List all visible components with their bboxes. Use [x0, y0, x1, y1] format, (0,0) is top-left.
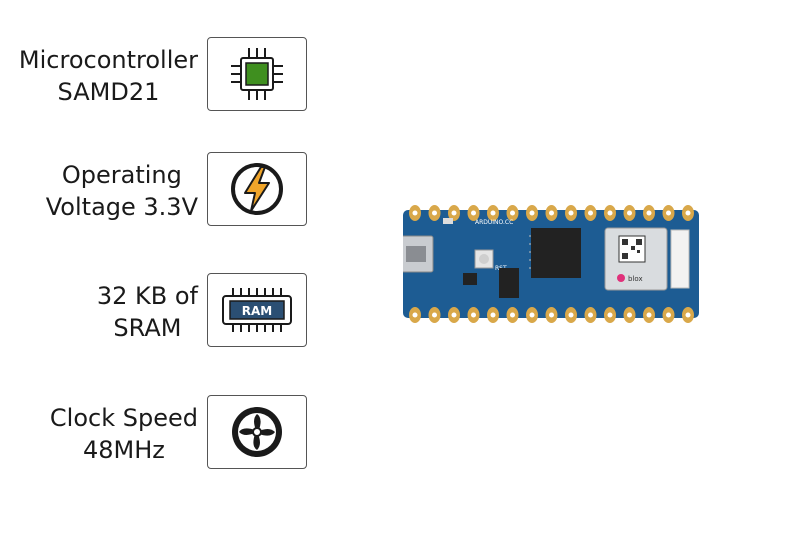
pin-hole — [529, 210, 535, 216]
pin-hole — [412, 210, 418, 216]
module-brand: blox — [628, 275, 643, 283]
spec-line-2: SRAM — [113, 314, 182, 342]
pin-hole — [549, 210, 554, 216]
spec-row-microcontroller: Microcontroller SAMD21 — [0, 37, 320, 115]
usb-port — [406, 246, 426, 262]
spec-line-1: Microcontroller — [18, 46, 198, 74]
spec-row-voltage: Operating Voltage 3.3V — [0, 152, 320, 230]
pin-hole — [568, 312, 574, 318]
pin-hole — [666, 312, 671, 318]
spec-label: Operating Voltage 3.3V — [46, 152, 198, 230]
icon-box — [207, 37, 307, 111]
spec-row-clock: Clock Speed 48MHz — [0, 395, 320, 473]
pin-hole — [510, 312, 515, 318]
spec-line-2: SAMD21 — [57, 78, 160, 106]
pin-hole — [490, 312, 496, 318]
spec-line-2: Voltage 3.3V — [45, 193, 198, 221]
mcu-chip — [531, 228, 581, 278]
pin-hole — [568, 210, 574, 216]
header-pins-bottom — [409, 307, 694, 323]
pin-hole — [607, 312, 613, 318]
icon-box — [207, 152, 307, 226]
pin-hole — [666, 210, 671, 216]
spec-line-1: 32 KB of — [96, 282, 198, 310]
pin-hole — [510, 210, 515, 216]
icon-box: RAM — [207, 273, 307, 347]
pin-hole — [529, 312, 535, 318]
ram-text: RAM — [242, 304, 272, 318]
lightning-bolt-icon — [231, 163, 283, 215]
spec-label: Clock Speed 48MHz — [50, 395, 198, 473]
pin-hole — [685, 210, 691, 216]
microchip-icon — [231, 48, 283, 100]
spec-label: 32 KB of SRAM — [97, 273, 198, 351]
fan-icon — [232, 407, 282, 457]
pin-hole — [588, 210, 593, 216]
spec-line-1: Operating — [61, 161, 182, 189]
pin-hole — [588, 312, 593, 318]
spec-line-1: Clock Speed — [49, 404, 198, 432]
pin-hole — [432, 312, 437, 318]
pin-hole — [627, 312, 632, 318]
pin-hole — [471, 312, 476, 318]
antenna — [670, 229, 690, 289]
pin-hole — [549, 312, 554, 318]
pin-hole — [432, 210, 437, 216]
arduino-nano-board-image: RST ARDUINO.CC blox — [403, 205, 699, 323]
spec-row-sram: 32 KB of SRAM RAM — [0, 273, 320, 351]
pin-hole — [471, 210, 476, 216]
spec-line-2: 48MHz — [83, 436, 165, 464]
pin-hole — [627, 210, 632, 216]
icon-box — [207, 395, 307, 469]
pin-hole — [685, 312, 691, 318]
pin-hole — [646, 210, 652, 216]
pin-hole — [412, 312, 418, 318]
pin-hole — [451, 312, 457, 318]
pin-hole — [646, 312, 652, 318]
pin-hole — [490, 210, 496, 216]
header-pins-top — [409, 205, 694, 221]
ram-chip-icon: RAM — [222, 288, 292, 332]
pin-hole — [451, 210, 457, 216]
silkscreen-text: ARDUINO.CC — [475, 219, 513, 226]
pin-hole — [607, 210, 613, 216]
spec-label: Microcontroller SAMD21 — [19, 37, 198, 115]
